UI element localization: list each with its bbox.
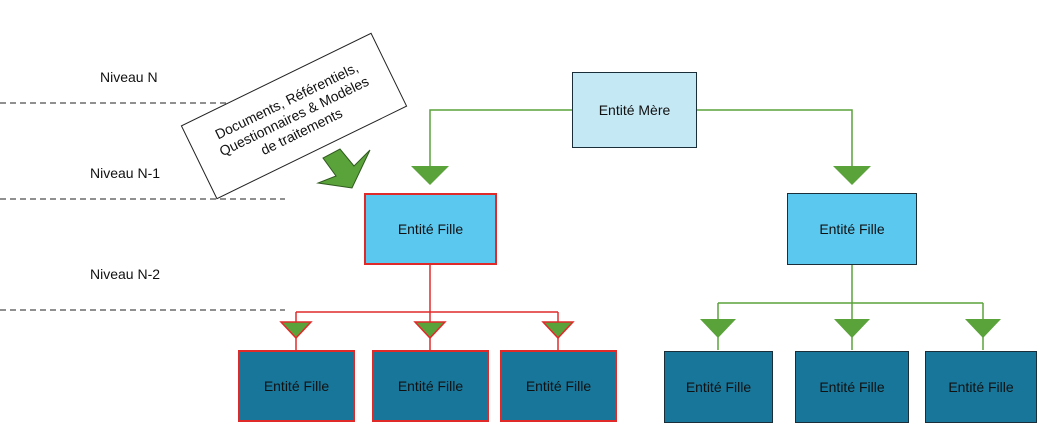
arrowhead bbox=[411, 166, 449, 185]
node-label: Entité Mère bbox=[598, 102, 671, 118]
level-label-n: Niveau N bbox=[100, 69, 158, 85]
node-label: Entité Fille bbox=[685, 379, 752, 395]
level-label-n-1: Niveau N-1 bbox=[90, 165, 161, 181]
arrowhead bbox=[700, 319, 736, 338]
left-child-connectors bbox=[295, 265, 559, 350]
leaf-node-left-3[interactable]: Entité Fille bbox=[500, 350, 617, 422]
level-label-n-2: Niveau N-2 bbox=[90, 266, 161, 282]
arrowhead bbox=[833, 166, 871, 185]
node-label: Entité Fille bbox=[948, 379, 1014, 395]
node-label: Entité Fille bbox=[263, 378, 330, 394]
node-label: Entité Fille bbox=[525, 378, 592, 394]
node-label: Entité Fille bbox=[819, 379, 885, 395]
arrowhead bbox=[279, 321, 313, 340]
node-label: Entité Fille bbox=[819, 221, 885, 237]
node-label: Entité Fille bbox=[397, 378, 464, 394]
root-connectors bbox=[429, 109, 853, 175]
arrowhead bbox=[541, 321, 575, 340]
leaf-node-left-1[interactable]: Entité Fille bbox=[238, 350, 355, 422]
root-node[interactable]: Entité Mère bbox=[572, 72, 697, 148]
node-label: Entité Fille bbox=[397, 221, 464, 237]
arrowhead bbox=[965, 319, 1001, 338]
arrowhead bbox=[834, 319, 870, 338]
arrowhead bbox=[413, 321, 447, 340]
leaf-node-right-2[interactable]: Entité Fille bbox=[795, 351, 909, 423]
leaf-node-right-1[interactable]: Entité Fille bbox=[664, 351, 773, 423]
leaf-node-left-2[interactable]: Entité Fille bbox=[372, 350, 489, 422]
child-node-left[interactable]: Entité Fille bbox=[364, 193, 497, 265]
note-arrow bbox=[316, 148, 371, 189]
child-node-right[interactable]: Entité Fille bbox=[787, 193, 917, 265]
right-child-connectors bbox=[717, 265, 984, 350]
leaf-node-right-3[interactable]: Entité Fille bbox=[925, 351, 1037, 423]
